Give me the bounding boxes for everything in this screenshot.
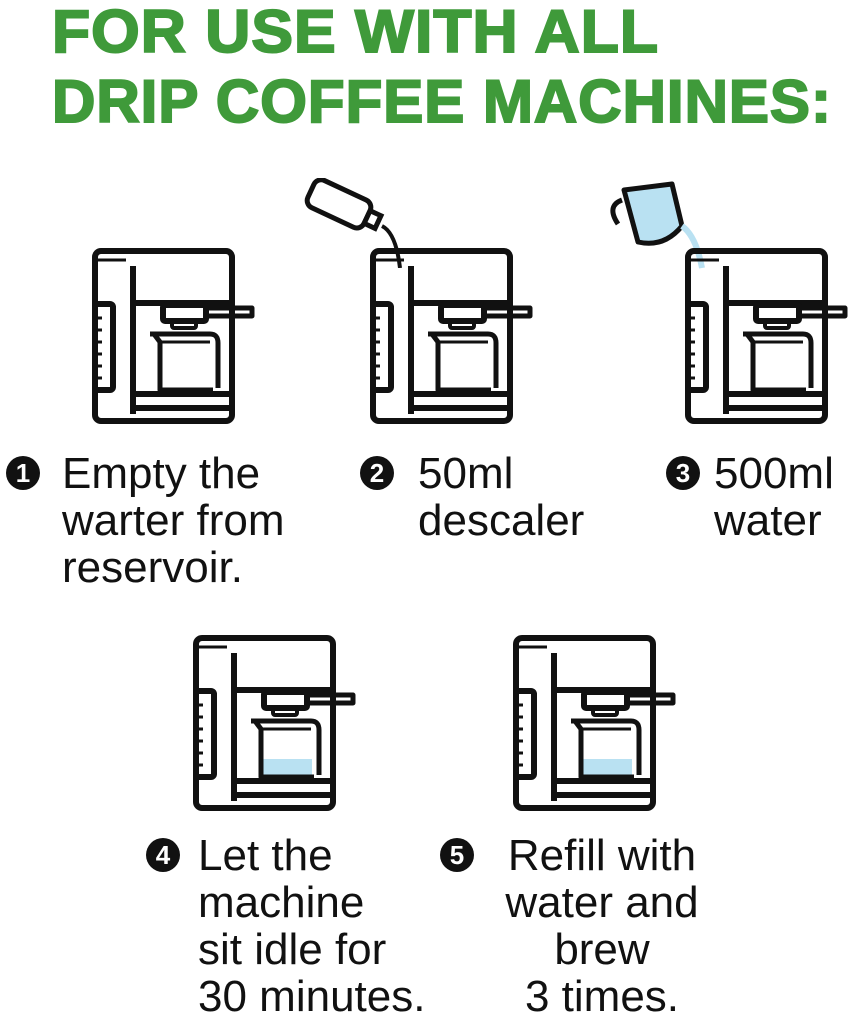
step-text-line: sit idle for bbox=[198, 925, 387, 974]
step-text-line: water bbox=[714, 496, 822, 545]
step-text-line: descaler bbox=[418, 496, 585, 545]
step-text-line: water and bbox=[505, 878, 699, 927]
coffee-machine-icon bbox=[193, 635, 363, 815]
step-text-line: 30 minutes. bbox=[198, 972, 426, 1021]
step-4: 4 Let the machine sit idle for 30 minute… bbox=[146, 831, 426, 1021]
step-number-badge: 1 bbox=[6, 456, 40, 490]
step-text-line: Let the bbox=[198, 831, 333, 880]
step-text-line: reservoir. bbox=[62, 543, 243, 592]
step-text-line: 3 times. bbox=[524, 972, 680, 1021]
step-2: 2 50ml descaler bbox=[360, 449, 585, 545]
step-number-badge: 3 bbox=[666, 456, 700, 490]
step-1: 1 Empty the warter from reservoir. bbox=[6, 449, 285, 592]
step-3: 3 500ml water bbox=[666, 449, 834, 545]
water-jug-icon bbox=[610, 181, 705, 269]
coffee-machine-icon bbox=[513, 635, 683, 815]
descaler-bottle-icon bbox=[304, 178, 402, 268]
title-line-1: FOR USE WITH ALL bbox=[51, 0, 660, 65]
step-text-line: warter from bbox=[62, 496, 285, 545]
coffee-machine-icon bbox=[685, 248, 855, 428]
step-text-line: 500ml bbox=[714, 449, 834, 498]
step-number-badge: 4 bbox=[146, 838, 180, 872]
step-number-badge: 2 bbox=[360, 456, 394, 490]
step-5: 5 Refill with water and brew 3 times. bbox=[440, 831, 712, 1021]
step-text-line: Refill with bbox=[507, 831, 697, 880]
step-number-badge: 5 bbox=[440, 838, 474, 872]
step-text-line: machine bbox=[198, 878, 365, 927]
coffee-machine-icon bbox=[370, 248, 540, 428]
step-text-line: 50ml bbox=[418, 449, 514, 498]
coffee-machine-icon bbox=[92, 248, 262, 428]
step-text-line: Empty the bbox=[62, 449, 261, 498]
title-line-2: DRIP COFFEE MACHINES: bbox=[51, 68, 832, 135]
step-text-line: brew bbox=[554, 925, 650, 974]
